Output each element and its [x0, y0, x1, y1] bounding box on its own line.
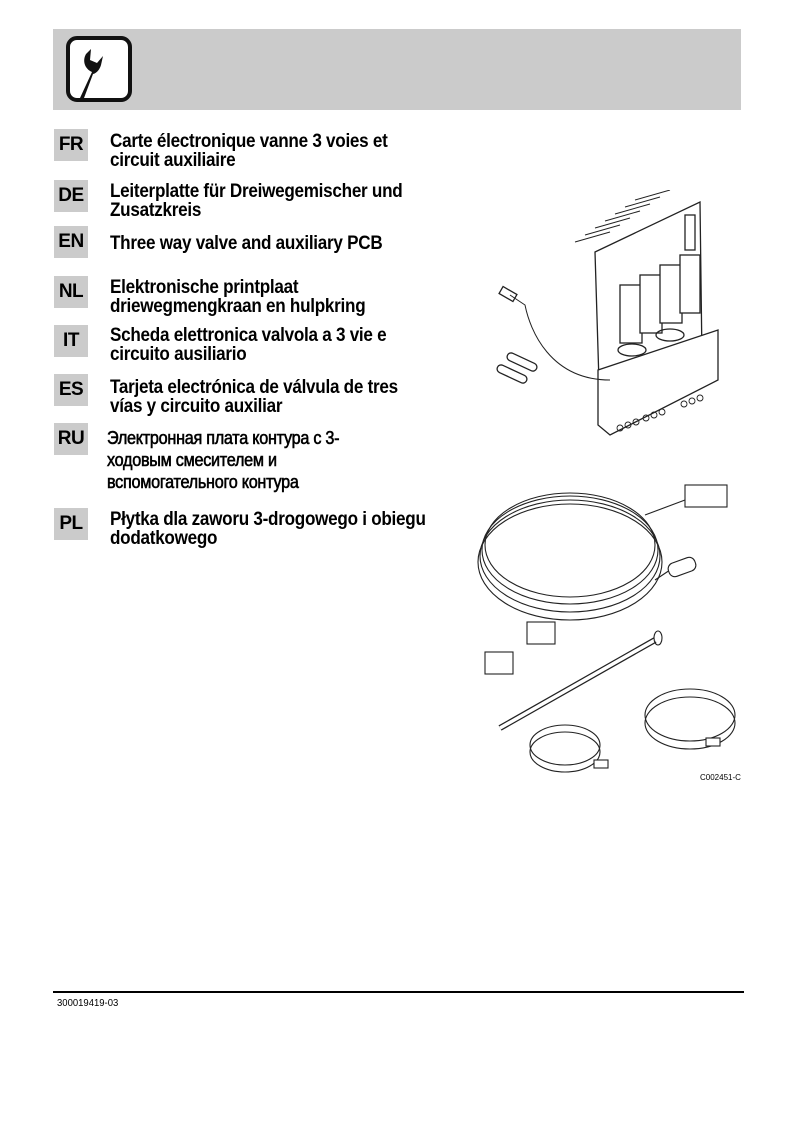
lang-code: NL [54, 276, 88, 308]
wrench-icon [66, 36, 132, 102]
header-band [53, 29, 741, 110]
lang-code: EN [54, 226, 88, 258]
lang-code: PL [54, 508, 88, 540]
title-text: Scheda elettronica valvola a 3 vie e cir… [110, 325, 387, 365]
accessories-drawing [484, 621, 736, 773]
cable-coil-drawing [477, 484, 728, 621]
document-number: 300019419-03 [57, 998, 119, 1009]
title-text: Elektronische printplaat driewegmengkraa… [110, 277, 366, 317]
lang-code: FR [54, 129, 88, 161]
title-text: Электронная плата контура с 3- ходовым с… [107, 428, 340, 493]
pcb-board-drawing [496, 190, 719, 436]
title-text: Carte électronique vanne 3 voies et circ… [110, 131, 388, 171]
lang-code: ES [54, 374, 88, 406]
parts-illustration [477, 190, 736, 773]
title-text: Tarjeta electrónica de válvula de tres v… [110, 377, 398, 417]
lang-code: DE [54, 180, 88, 212]
figure-reference: C002451-C [700, 773, 741, 782]
footer-rule [53, 991, 744, 993]
lang-code: RU [54, 423, 88, 455]
title-text: Płytka dla zaworu 3-drogowego i obiegu d… [110, 509, 426, 549]
title-text: Leiterplatte für Dreiwegemischer und Zus… [110, 181, 403, 221]
title-text: Three way valve and auxiliary PCB [110, 233, 383, 254]
lang-code: IT [54, 325, 88, 357]
